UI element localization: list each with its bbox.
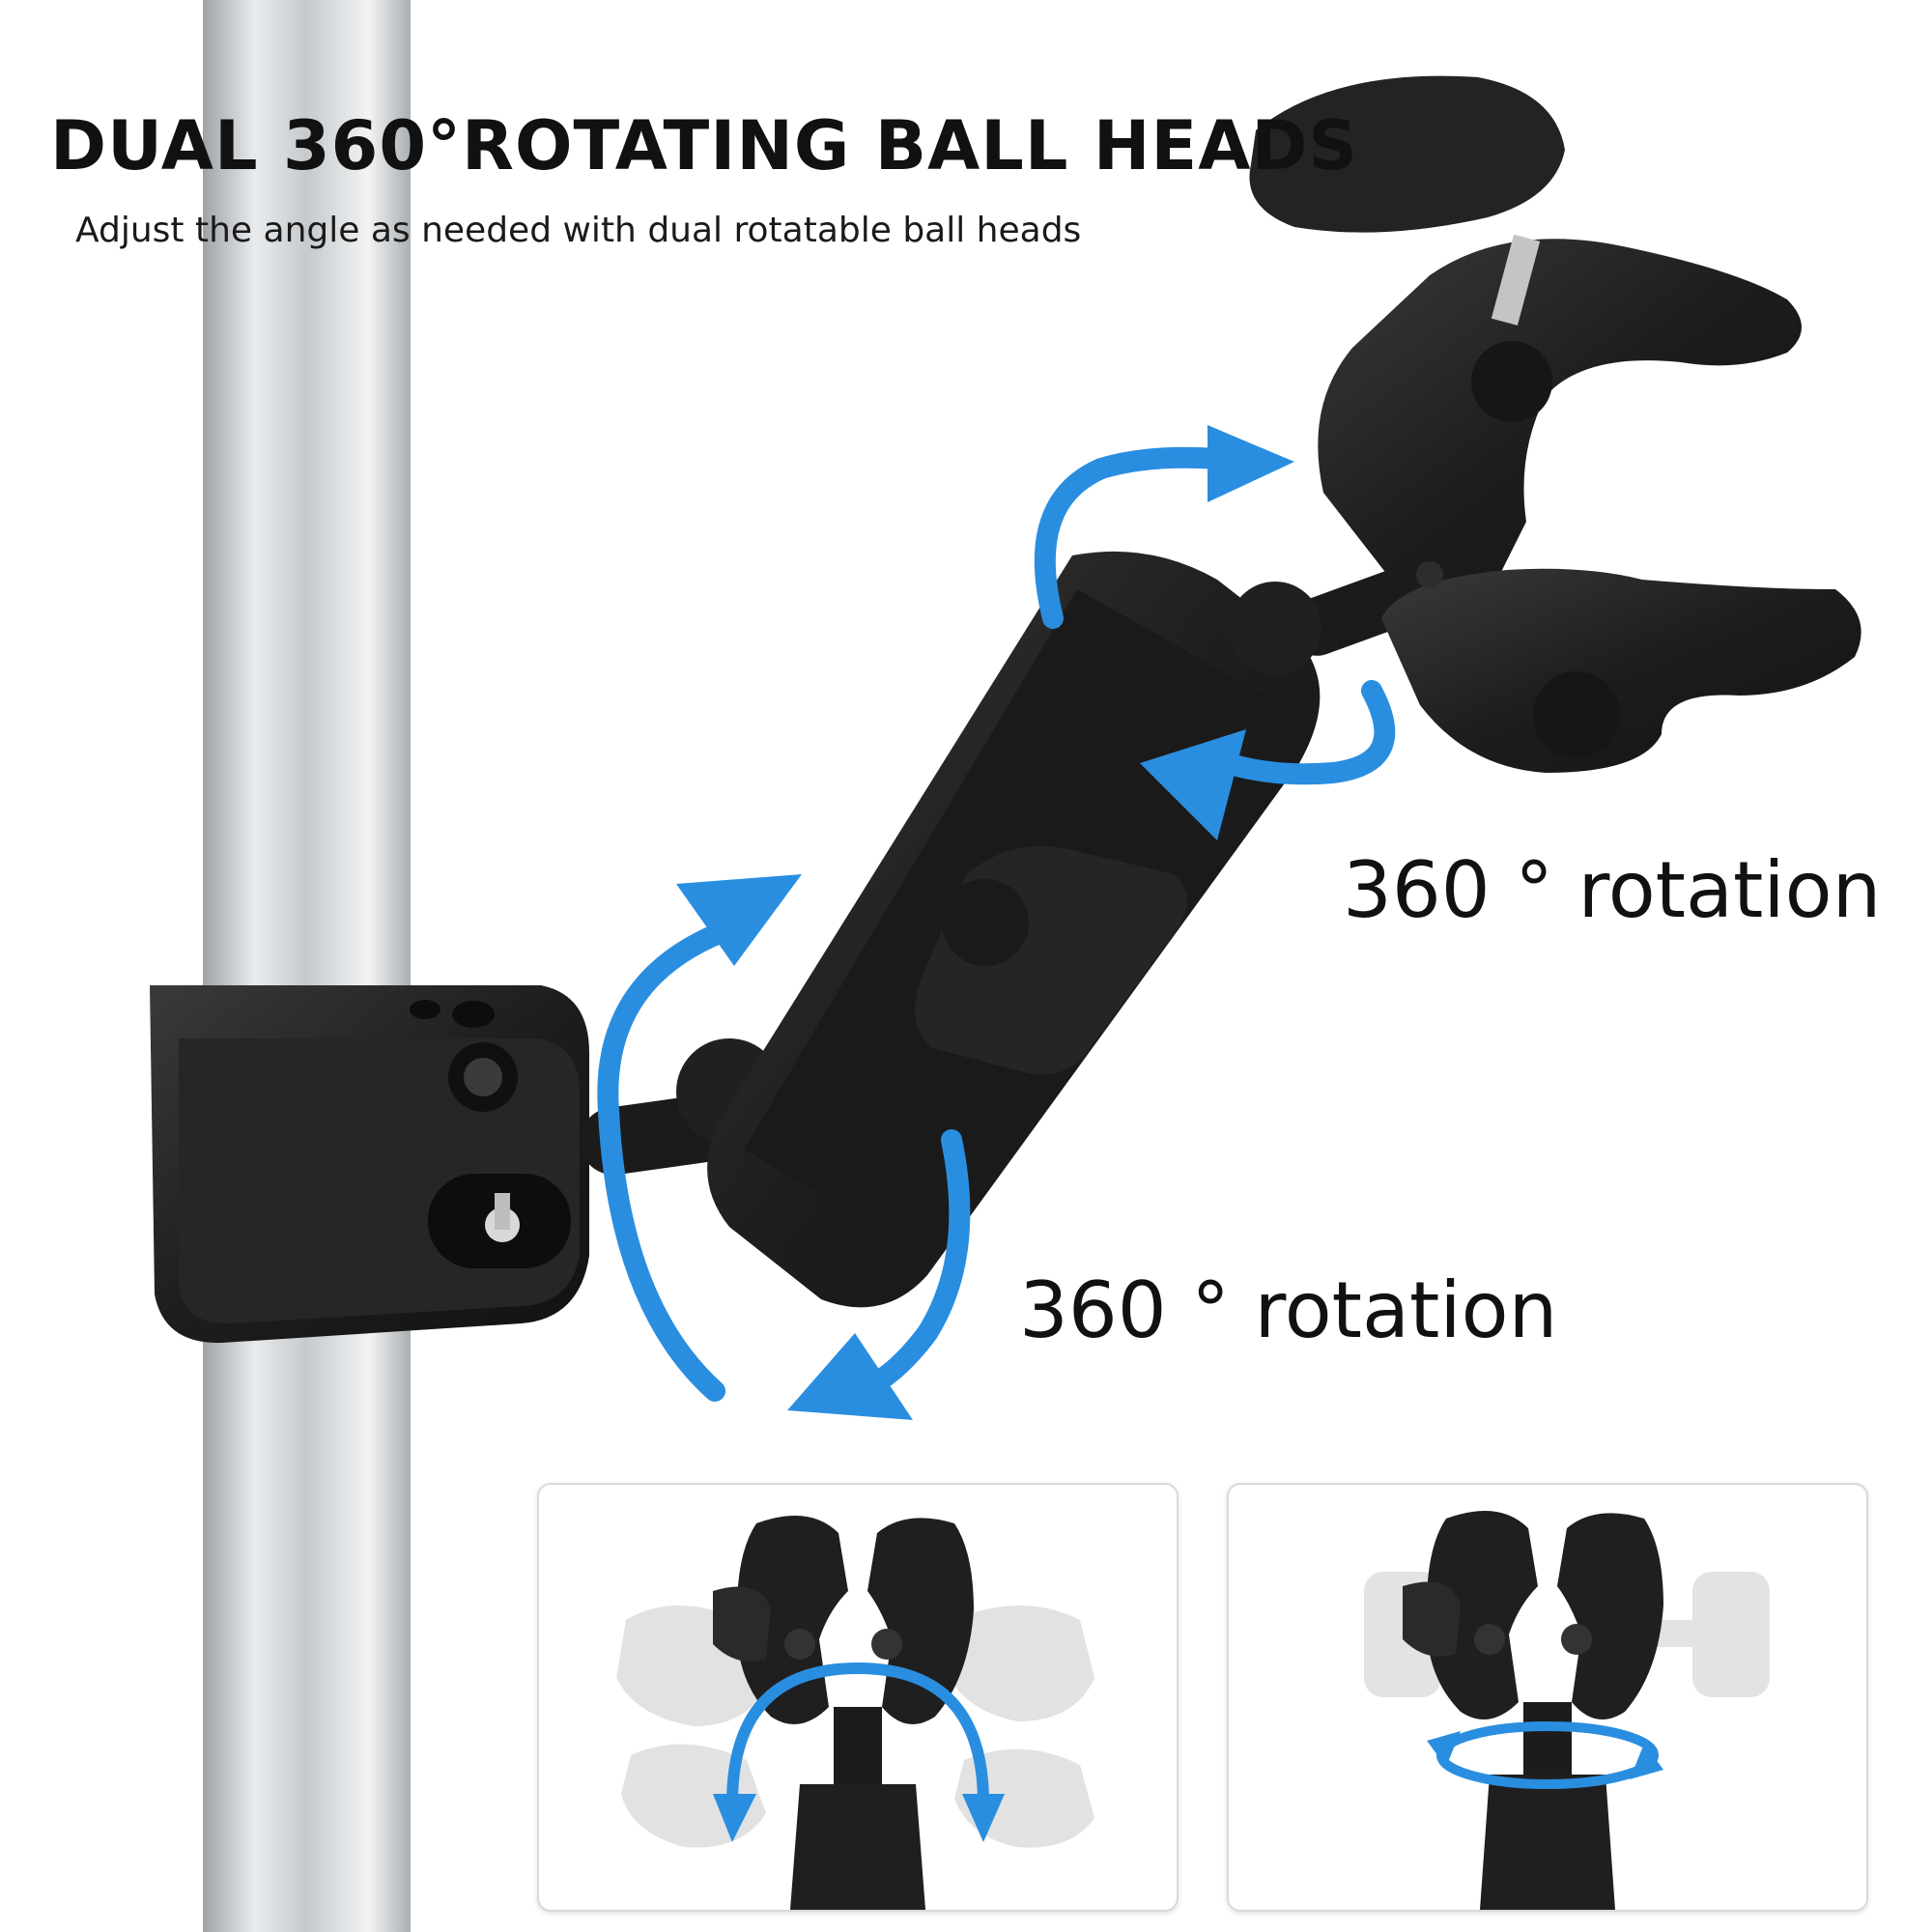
swing-rotation-detail-panel — [537, 1483, 1179, 1912]
headline-subtitle: Adjust the angle as needed with dual rot… — [75, 211, 1082, 250]
swing-rotation-illustration — [616, 1516, 1094, 1910]
upper-rotation-label: 360 ° rotation — [1343, 845, 1882, 935]
upper-arrow-head-right — [1208, 425, 1294, 502]
headline: DUAL 360°ROTATING BALL HEADS — [50, 106, 1358, 185]
lower-rotation-label: 360 ° rotation — [1019, 1265, 1558, 1355]
lower-arrow-head-up — [676, 874, 802, 966]
lower-rotation-arrows — [597, 917, 971, 1402]
pole-clamp — [150, 985, 589, 1344]
claw-clamp — [1318, 234, 1861, 773]
upper-ball-head — [1229, 582, 1321, 674]
claw-tightening-knob — [1249, 75, 1565, 233]
upper-rotation-arrows — [1034, 446, 1396, 785]
axial-rotation-illustration — [1364, 1511, 1770, 1910]
upper-arrow-head-left — [1140, 729, 1246, 840]
lower-arrow-head-down — [787, 1333, 913, 1420]
aluminum-pole — [203, 0, 411, 1932]
axial-rotation-detail-panel — [1227, 1483, 1868, 1912]
